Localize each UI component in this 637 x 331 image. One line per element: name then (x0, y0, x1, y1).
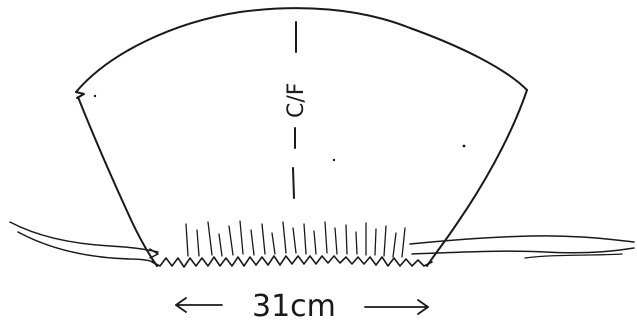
panel-right-side (426, 89, 528, 267)
right-fabric-line-lower (411, 247, 635, 255)
centre-front-line-bottom (292, 167, 295, 199)
panel-top-left-cusp (75, 91, 85, 99)
centre-front-label: C/F (284, 83, 309, 118)
left-fabric-line-lower (17, 231, 155, 263)
paper-speck (462, 144, 466, 148)
paper-speck (332, 158, 336, 162)
panel-left-side (77, 96, 158, 267)
gather-marks (185, 220, 406, 258)
right-dimension-arrow (364, 299, 429, 315)
left-fabric-notch (149, 248, 159, 259)
width-label: 31cm (252, 289, 336, 324)
left-dimension-arrow (175, 297, 223, 313)
paper-speck (93, 94, 97, 98)
right-fabric-line-extra (524, 253, 623, 259)
right-fabric-line-upper (409, 235, 635, 245)
gathered-hem (151, 255, 433, 268)
left-fabric-line-upper (9, 221, 159, 253)
panel-top-curve (75, 7, 528, 93)
